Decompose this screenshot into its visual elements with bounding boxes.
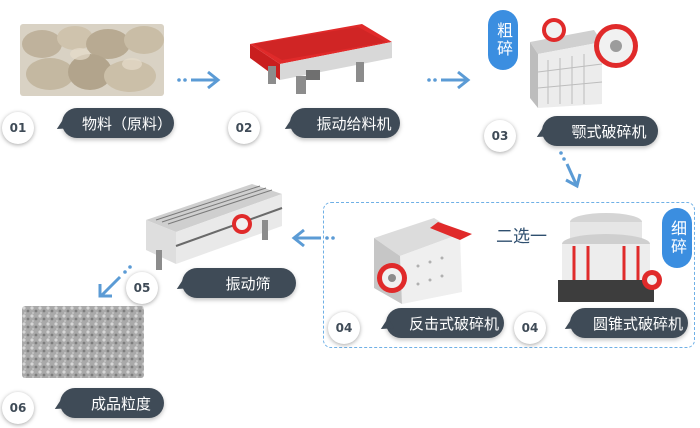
fine-crushing-badge: 细碎	[662, 208, 692, 268]
finished-aggregate-image	[22, 306, 144, 378]
step-number: 02	[228, 112, 260, 144]
step-number: 06	[2, 392, 34, 424]
flow-arrow-icon	[424, 68, 474, 96]
step-number: 04	[514, 312, 546, 344]
step-label-cone-crusher: 圆锥式破碎机	[570, 308, 688, 338]
step-label-jaw-crusher: 颚式破碎机	[542, 116, 658, 146]
vibrating-feeder-image	[246, 18, 396, 102]
step-label-impact-crusher: 反击式破碎机	[386, 308, 504, 338]
step-number: 05	[126, 272, 158, 304]
step-number: 01	[2, 112, 34, 144]
flow-arrow-icon	[556, 148, 584, 194]
coarse-crushing-badge: 粗碎	[488, 10, 518, 70]
step-label-vibrating-screen: 振动筛	[182, 268, 296, 298]
step-label-finished-product: 成品粒度	[60, 388, 164, 418]
alternative-crusher-group	[323, 202, 695, 348]
raw-stone-image	[20, 24, 164, 96]
flow-arrow-icon	[288, 226, 338, 254]
cone-crusher-image	[554, 210, 664, 306]
step-number: 03	[484, 120, 516, 152]
step-number: 04	[328, 312, 360, 344]
choose-one-label: 二选一	[492, 222, 551, 247]
jaw-crusher-image	[524, 12, 640, 108]
flow-arrow-icon	[96, 262, 136, 306]
flow-arrow-icon	[174, 68, 224, 96]
vibrating-screen-image	[142, 180, 284, 276]
step-label-vibrating-feeder: 振动给料机	[290, 108, 400, 138]
step-label-raw-material: 物料（原料）	[62, 108, 174, 138]
impact-crusher-image	[368, 212, 474, 306]
